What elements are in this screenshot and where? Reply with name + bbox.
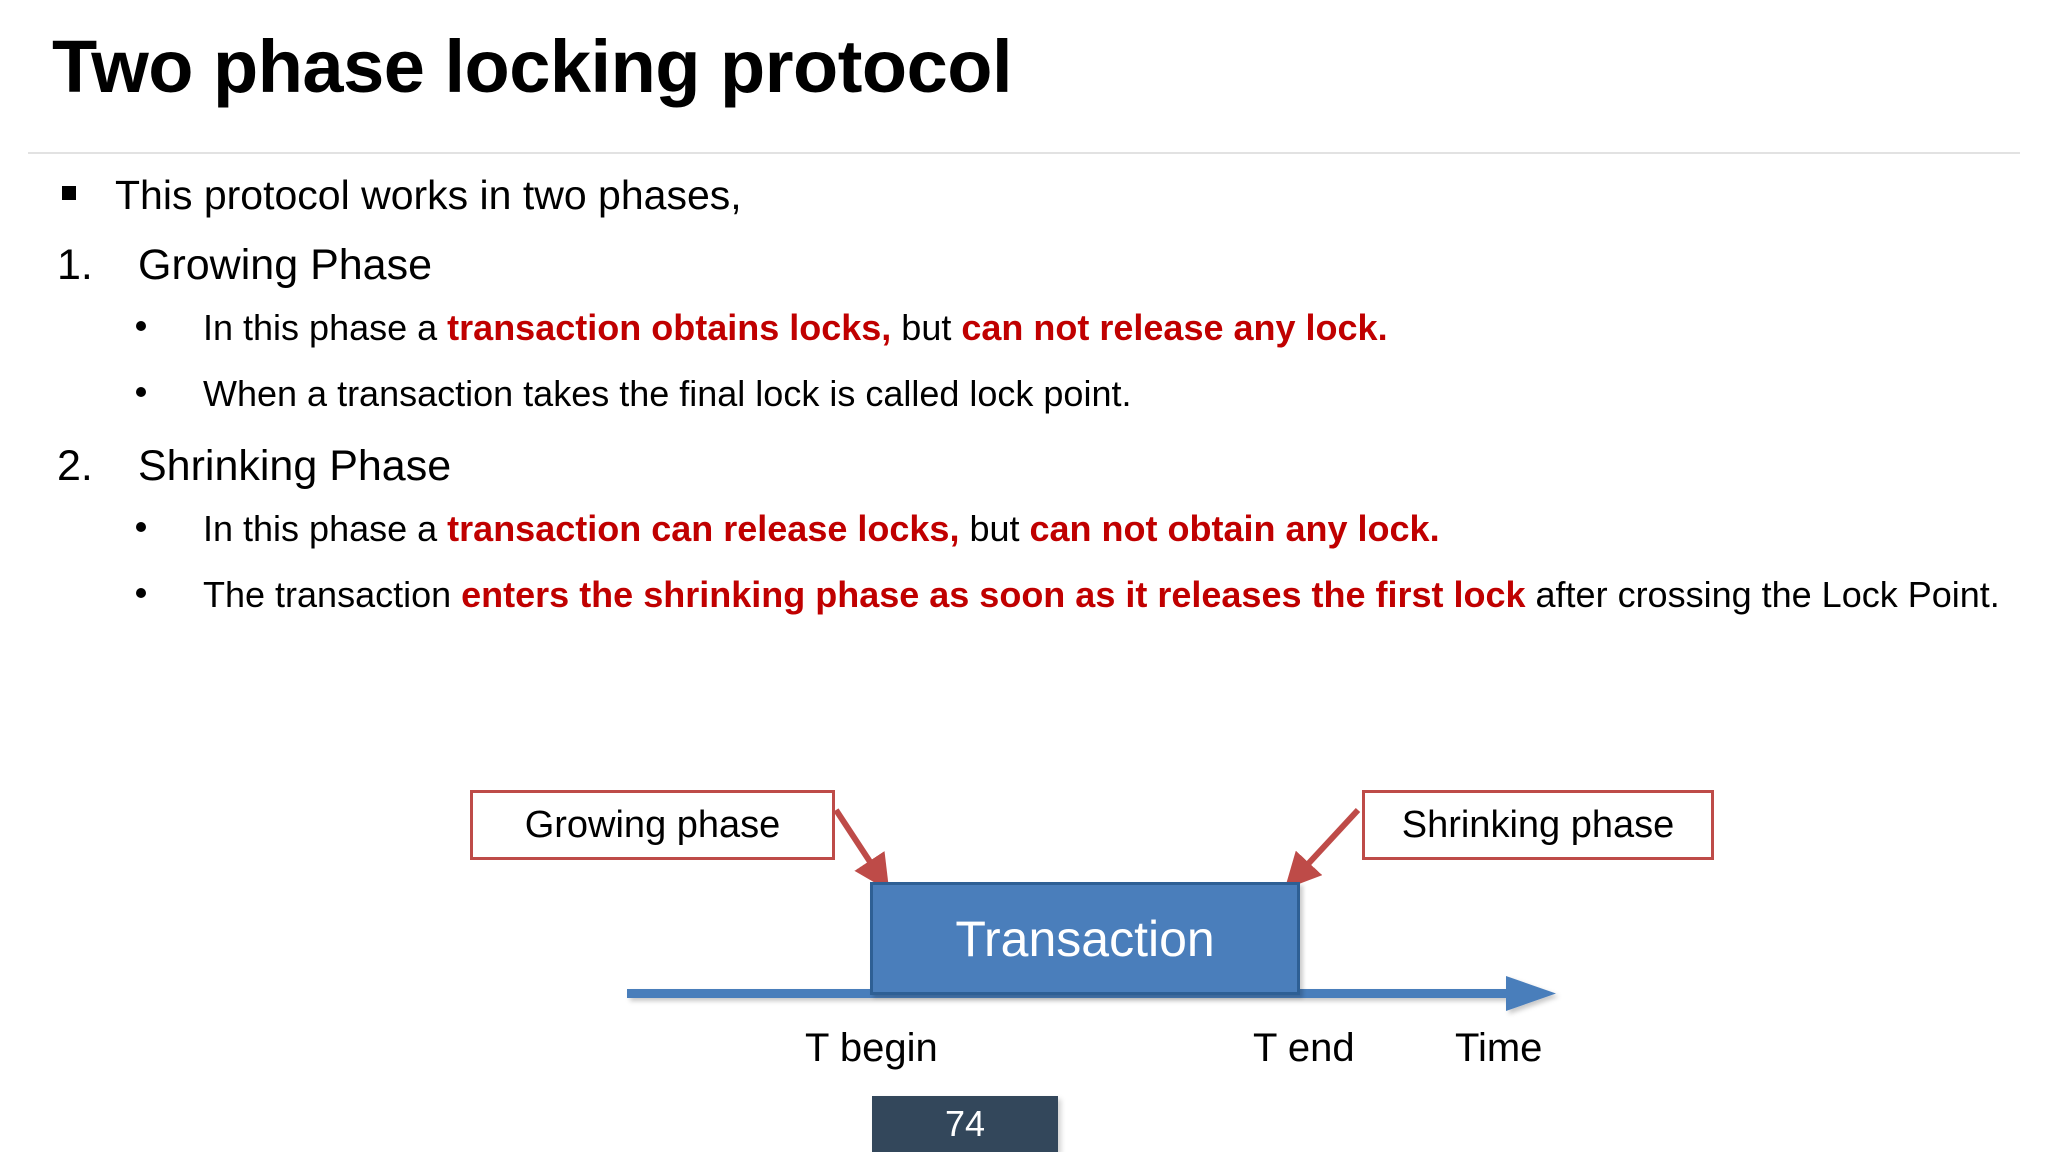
phase-2-point-1-s4: can not obtain any lock — [1029, 508, 1430, 550]
list-item-phase-1: 1. Growing Phase — [0, 236, 2048, 294]
phase-2-point-2-s2: after crossing the Lock Point. — [1525, 574, 2000, 616]
axis-label-time: Time — [1455, 1026, 1543, 1070]
slide-body: This protocol works in two phases, 1. Gr… — [0, 168, 2048, 638]
phase-2-point-1-s2: , — [949, 508, 960, 550]
axis-label-t-end: T end — [1253, 1026, 1355, 1070]
growing-phase-leader-arrow — [833, 808, 890, 892]
dot-bullet-icon — [136, 588, 146, 599]
list-item-phase-2: 2. Shrinking Phase — [0, 437, 2048, 495]
axis-label-t-begin: T begin — [805, 1026, 938, 1070]
list-item-phase-1-point-2: When a transaction takes the final lock … — [0, 370, 2048, 418]
phase-1-point-1-s1: transaction obtains locks — [447, 307, 882, 349]
square-bullet-icon — [62, 186, 76, 200]
page-number-value: 74 — [944, 1103, 986, 1144]
phase-2-point-1-s1: transaction can release locks — [447, 508, 950, 550]
phase-2-point-1-s3: but — [959, 508, 1030, 550]
phase-2-point-2-s1: enters the shrinking phase as soon as it… — [461, 574, 1526, 616]
callout-shrinking-phase: Shrinking phase — [1362, 790, 1714, 860]
transaction-box-label: Transaction — [955, 910, 1215, 967]
dot-bullet-icon — [136, 321, 146, 332]
list-item-phase-2-point-1: In this phase a transaction can release … — [0, 505, 2048, 553]
shrinking-phase-leader-arrow — [1284, 807, 1361, 890]
page-number-badge: 74 — [872, 1096, 1058, 1152]
phase-1-point-1-s5: . — [1377, 307, 1388, 349]
phase-1-point-1-s3: but — [891, 307, 962, 349]
page-title: Two phase locking protocol — [52, 25, 1013, 108]
list-item-phase-1-point-1: In this phase a transaction obtains lock… — [0, 304, 2048, 352]
callout-growing-phase: Growing phase — [470, 790, 835, 860]
transaction-box: Transaction — [870, 882, 1300, 995]
title-divider — [28, 152, 2020, 154]
callout-growing-phase-label: Growing phase — [524, 803, 781, 846]
callout-shrinking-phase-label: Shrinking phase — [1401, 803, 1675, 846]
phase-2-point-2-s0: The transaction — [203, 574, 462, 616]
dot-bullet-icon — [136, 522, 146, 533]
phase-1-point-1-s4: can not release any lock — [961, 307, 1378, 349]
list-item-phase-2-point-2: The transaction enters the shrinking pha… — [0, 571, 2048, 619]
phase-2-point-1-s5: . — [1429, 508, 1440, 550]
list-marker-2: 2. — [57, 441, 93, 490]
intro-text: This protocol works in two phases, — [115, 172, 742, 218]
phase-2-heading: Shrinking Phase — [138, 441, 452, 490]
phase-1-point-1-s2: , — [881, 307, 892, 349]
dot-bullet-icon — [136, 387, 146, 398]
phase-2-point-1-s0: In this phase a — [203, 508, 448, 550]
phase-1-heading: Growing Phase — [138, 240, 432, 289]
phase-1-point-1-s0: In this phase a — [203, 307, 448, 349]
phase-1-point-2-s0: When a transaction takes the final lock … — [203, 373, 1132, 415]
list-marker-1: 1. — [57, 240, 93, 289]
list-item-intro: This protocol works in two phases, — [0, 168, 2048, 224]
